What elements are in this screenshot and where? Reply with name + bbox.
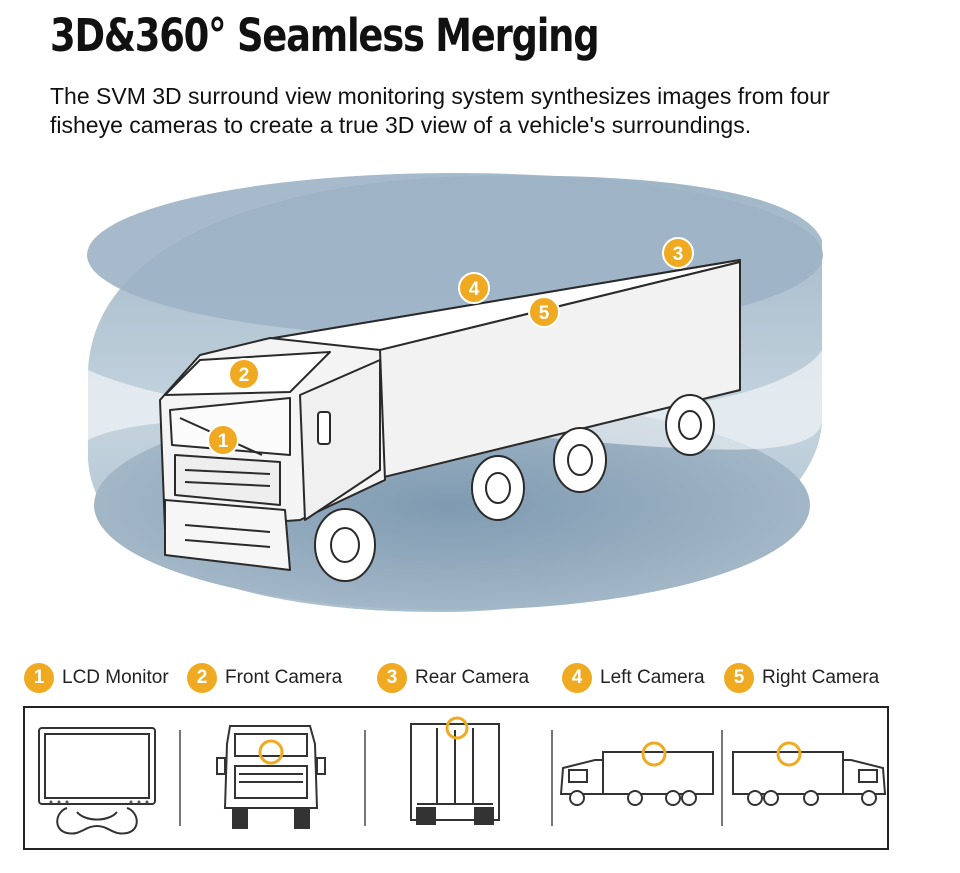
camera-highlight-ring bbox=[776, 741, 802, 767]
number-badge: 5 bbox=[724, 663, 754, 693]
svg-text:5: 5 bbox=[539, 303, 550, 324]
wheel bbox=[314, 508, 376, 582]
wheel bbox=[471, 455, 525, 521]
legend-item-rear-camera: 3 Rear Camera bbox=[377, 660, 529, 696]
number-badge: 2 bbox=[187, 663, 217, 693]
page-title: 3D&360° Seamless Merging bbox=[50, 9, 600, 62]
camera-highlight-ring bbox=[641, 741, 667, 767]
lcd-monitor-sketch bbox=[38, 727, 156, 835]
left-camera-sketch bbox=[559, 741, 714, 806]
truck-illustration bbox=[159, 259, 741, 582]
legend-item-left-camera: 4 Left Camera bbox=[562, 660, 705, 696]
front-camera-sketch bbox=[216, 725, 326, 829]
number-badge: 3 bbox=[377, 663, 407, 693]
svg-text:4: 4 bbox=[469, 279, 480, 300]
wheel bbox=[665, 394, 715, 456]
legend-item-right-camera: 5 Right Camera bbox=[724, 660, 879, 696]
number-badge: 4 bbox=[562, 663, 592, 693]
camera-highlight-ring bbox=[258, 739, 284, 765]
legend-label: Front Camera bbox=[225, 667, 343, 688]
divider bbox=[179, 730, 723, 826]
rear-camera-sketch bbox=[410, 716, 500, 825]
svg-text:3: 3 bbox=[673, 244, 684, 265]
camera-legend: 1 LCD Monitor 2 Front Camera 3 Rear Came… bbox=[0, 660, 960, 696]
marker-front-camera: 2 bbox=[228, 358, 260, 390]
surround-view-scene: 1 2 3 4 5 bbox=[87, 173, 823, 613]
marker-rear-camera: 3 bbox=[662, 237, 694, 269]
page-description: The SVM 3D surround view monitoring syst… bbox=[50, 83, 830, 138]
legend-label: Left Camera bbox=[600, 667, 705, 688]
legend-label: Rear Camera bbox=[415, 667, 530, 688]
svg-text:2: 2 bbox=[239, 365, 250, 386]
legend-label: Right Camera bbox=[762, 667, 880, 688]
legend-label: LCD Monitor bbox=[62, 667, 169, 688]
camera-highlight-ring bbox=[445, 716, 469, 740]
wheel bbox=[553, 427, 607, 493]
marker-left-camera: 4 bbox=[458, 272, 490, 304]
right-camera-sketch bbox=[732, 741, 887, 806]
number-badge: 1 bbox=[24, 663, 54, 693]
marker-right-camera: 5 bbox=[528, 296, 560, 328]
svg-text:1: 1 bbox=[218, 431, 229, 452]
camera-placement-panel bbox=[23, 706, 889, 850]
legend-item-lcd-monitor: 1 LCD Monitor bbox=[24, 660, 169, 696]
legend-item-front-camera: 2 Front Camera bbox=[187, 660, 342, 696]
marker-lcd-monitor: 1 bbox=[207, 424, 239, 456]
